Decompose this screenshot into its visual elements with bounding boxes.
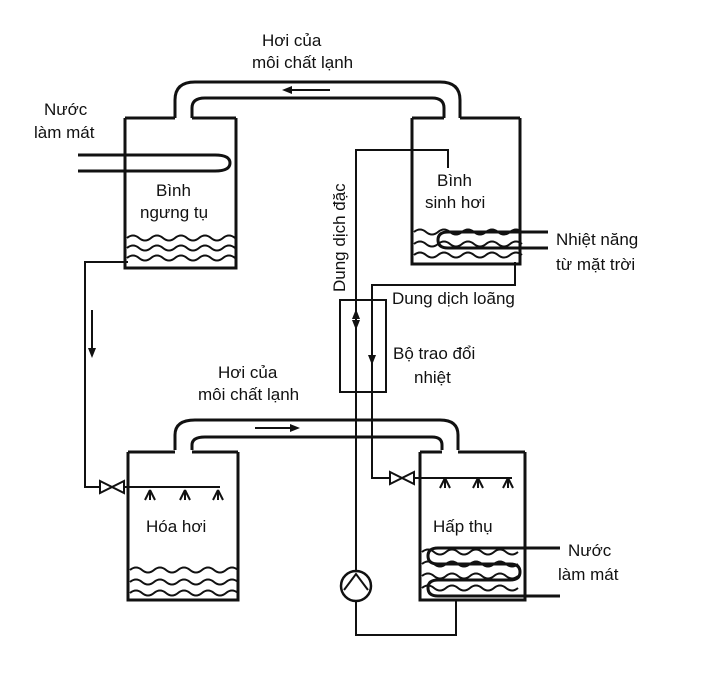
vapor-top-label-2: môi chất lạnh — [252, 53, 353, 72]
generator-label-2: sinh hơi — [425, 193, 485, 212]
weak-solution-label: Dung dịch loãng — [392, 289, 515, 308]
top-vapor-pipe — [173, 80, 462, 118]
cooling-water-top-label-1: Nước — [44, 100, 88, 119]
evaporator-label: Hóa hơi — [146, 517, 206, 536]
generator-label-1: Bình — [437, 171, 472, 190]
generator-tank — [410, 116, 548, 266]
condenser-label-1: Bình — [156, 181, 191, 200]
strong-solution-label: Dung dịch đặc — [330, 183, 349, 292]
condenser-tank — [78, 116, 238, 270]
cooling-water-bottom-label-2: làm mát — [558, 565, 619, 584]
absorber-tank — [389, 450, 560, 602]
vapor-mid-label-2: môi chất lạnh — [198, 385, 299, 404]
mid-vapor-pipe — [173, 418, 460, 450]
vapor-top-label-1: Hơi của — [262, 31, 322, 50]
solution-pump — [339, 569, 373, 603]
weak-solution-line — [368, 262, 516, 479]
evaporator-tank — [126, 450, 240, 602]
cooling-water-bottom-label-1: Nước — [568, 541, 612, 560]
condenser-label-2: ngưng tụ — [140, 203, 208, 222]
absorber-label: Hấp thụ — [433, 517, 493, 536]
heat-exchanger-label-1: Bộ trao đổi — [393, 344, 475, 363]
heat-exchanger-label-2: nhiệt — [414, 368, 451, 387]
cooling-water-top-label-2: làm mát — [34, 123, 95, 142]
heat-exchanger — [339, 299, 387, 393]
vapor-mid-label-1: Hơi của — [218, 363, 278, 382]
solar-heat-label-2: từ mặt trời — [556, 255, 635, 274]
solar-heat-label-1: Nhiệt năng — [556, 230, 638, 249]
condensate-line — [84, 261, 220, 495]
